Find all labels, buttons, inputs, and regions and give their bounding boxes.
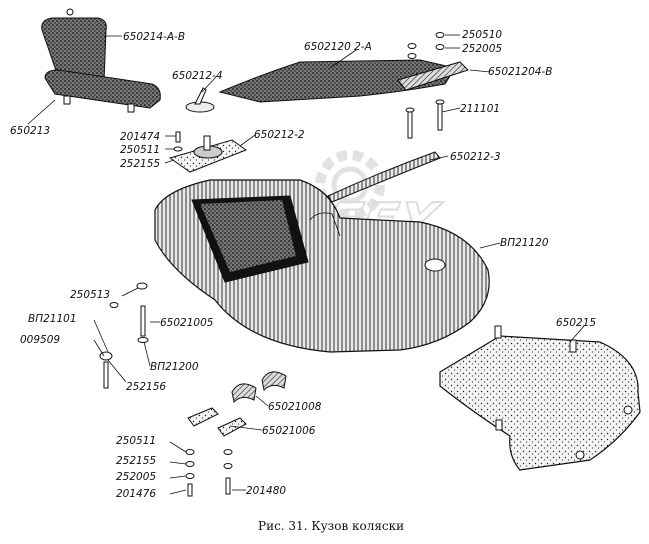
- part-label: 650212-3: [450, 151, 501, 163]
- part-label: 250510: [462, 29, 502, 41]
- part-label: 201476: [116, 488, 156, 500]
- part-label: ВП21200: [150, 361, 199, 373]
- part-label: 250511: [120, 144, 160, 156]
- floor-carpet: [218, 59, 469, 103]
- floor-board: [439, 325, 641, 471]
- seat-cushion: [41, 8, 161, 113]
- part-label: 252005: [116, 471, 156, 483]
- fastener-stack-bottom: [185, 449, 233, 497]
- part-label: 252005: [462, 43, 502, 55]
- clamp-parts: [187, 371, 287, 437]
- part-label: 201474: [120, 131, 160, 143]
- part-label: 650212-4: [172, 70, 223, 82]
- part-label: 650213: [10, 125, 50, 137]
- part-label: 65021006: [262, 425, 316, 437]
- part-labels: 650214-А-В 650213 650212-4 6502120 2-А 2…: [10, 29, 596, 500]
- part-label: 65021204-В: [488, 66, 552, 78]
- seat-pedestal: [185, 87, 215, 113]
- part-label: 6502120 2-А: [304, 41, 372, 53]
- part-label: 650215: [556, 317, 596, 329]
- part-label: ВП21120: [500, 237, 549, 249]
- part-label: 250511: [116, 435, 156, 447]
- part-label: 650214-А-В: [123, 31, 185, 43]
- mount-bracket: [168, 135, 248, 173]
- figure-caption: Рис. 31. Кузов коляски: [258, 519, 404, 533]
- part-label: 009509: [20, 334, 60, 346]
- part-label: 201480: [246, 485, 286, 497]
- part-label: 65021008: [268, 401, 322, 413]
- fastener-stack-top: [405, 32, 445, 139]
- part-label: 650212-2: [254, 129, 305, 141]
- part-label: 252155: [116, 455, 156, 467]
- part-label: 65021005: [160, 317, 214, 329]
- part-label: ВП21101: [28, 313, 77, 325]
- sidecar-body: [154, 179, 490, 353]
- part-label: 250513: [70, 289, 110, 301]
- part-label: 252155: [120, 158, 160, 170]
- part-label: 211101: [460, 103, 500, 115]
- part-label: 252156: [126, 381, 166, 393]
- leader-lines: [27, 34, 585, 495]
